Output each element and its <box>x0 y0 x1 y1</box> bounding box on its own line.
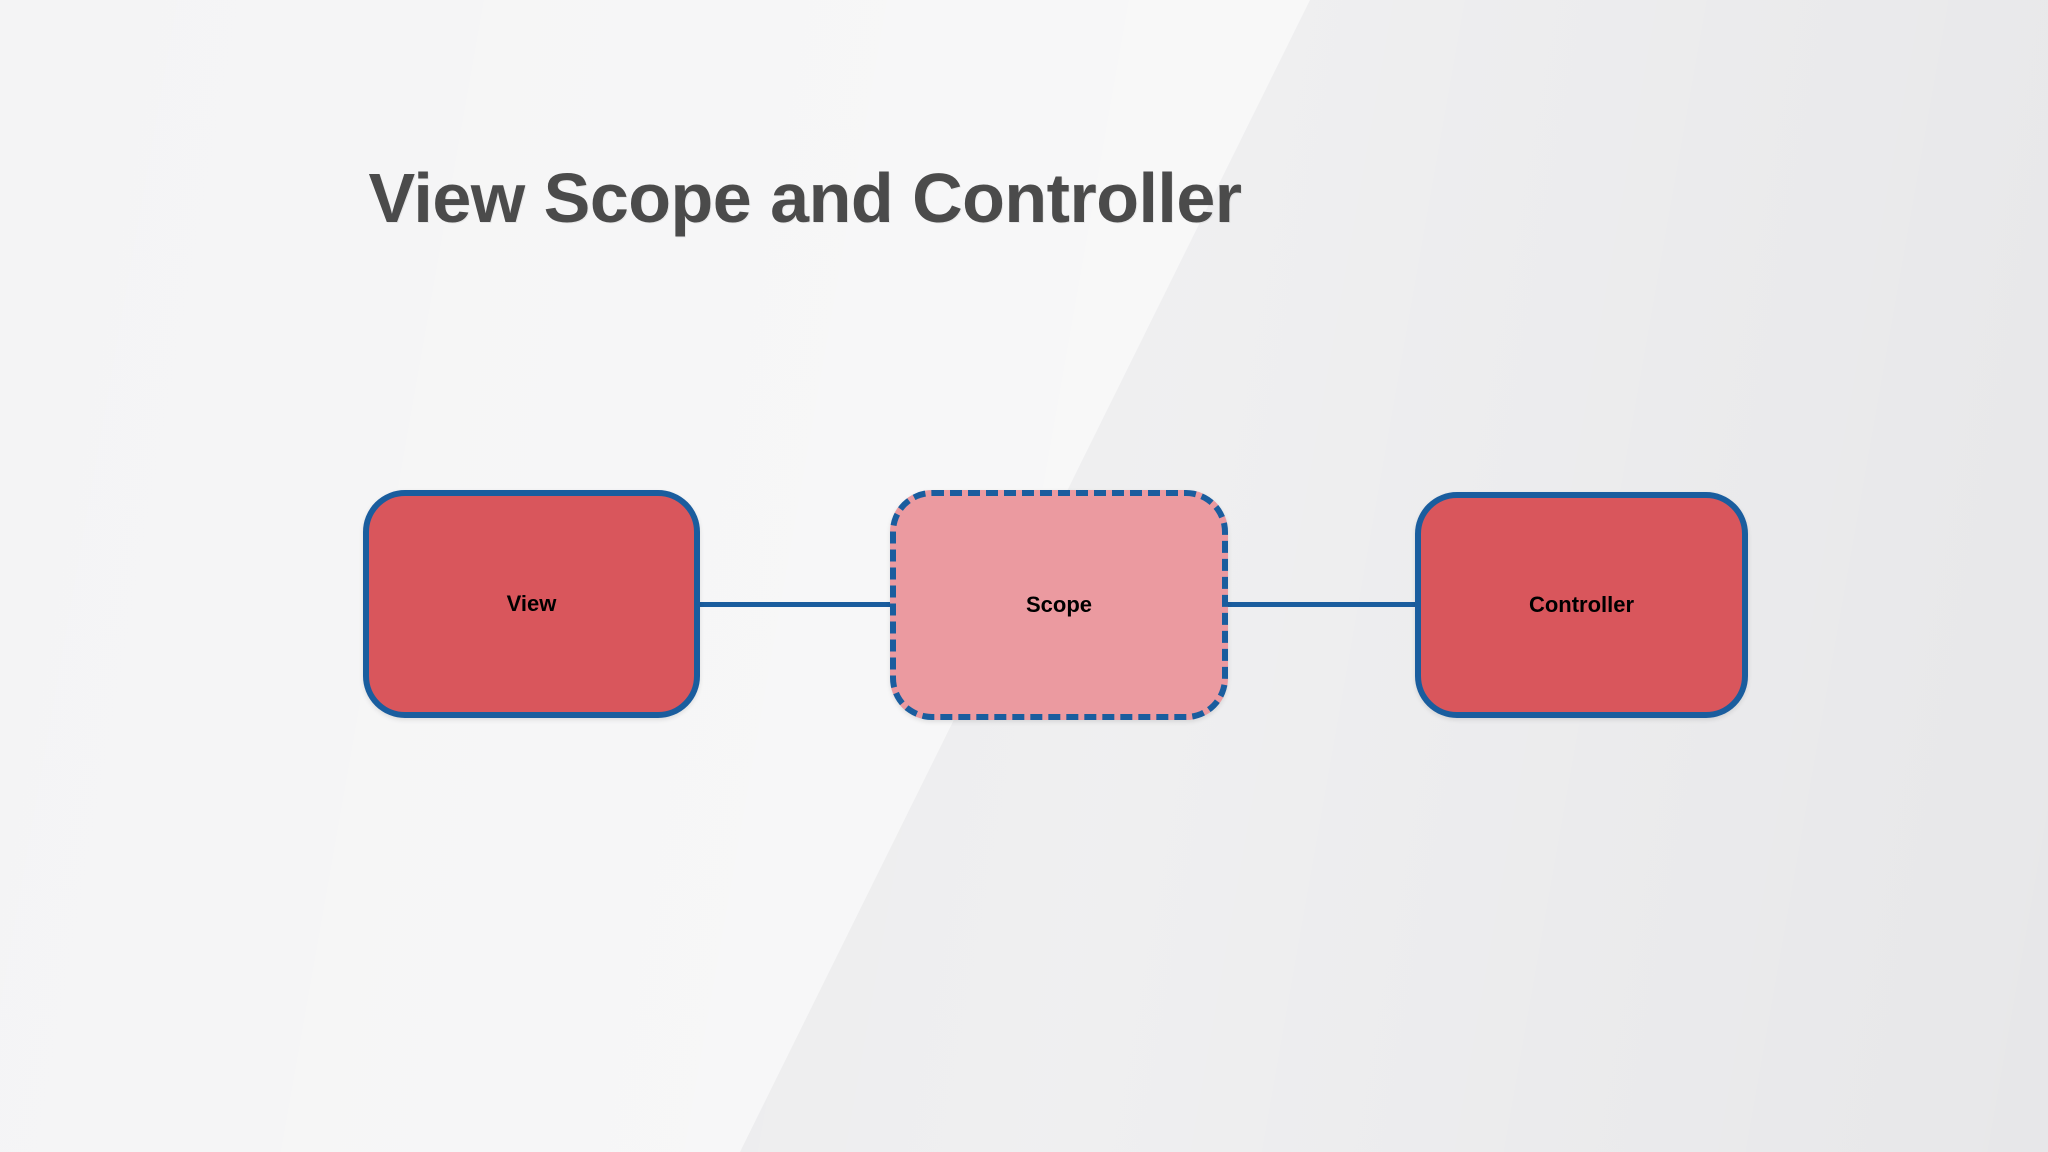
page-title: View Scope and Controller <box>368 159 1242 237</box>
node-controller-label: Controller <box>1528 592 1635 617</box>
node-scope[interactable]: Scope <box>890 490 1228 720</box>
node-scope-label: Scope <box>1025 592 1093 617</box>
node-view[interactable]: View <box>363 490 700 718</box>
edge-view-to-scope <box>694 602 896 607</box>
edge-scope-to-controller <box>1222 602 1421 607</box>
node-view-label: View <box>506 591 557 616</box>
node-controller[interactable]: Controller <box>1415 492 1748 718</box>
